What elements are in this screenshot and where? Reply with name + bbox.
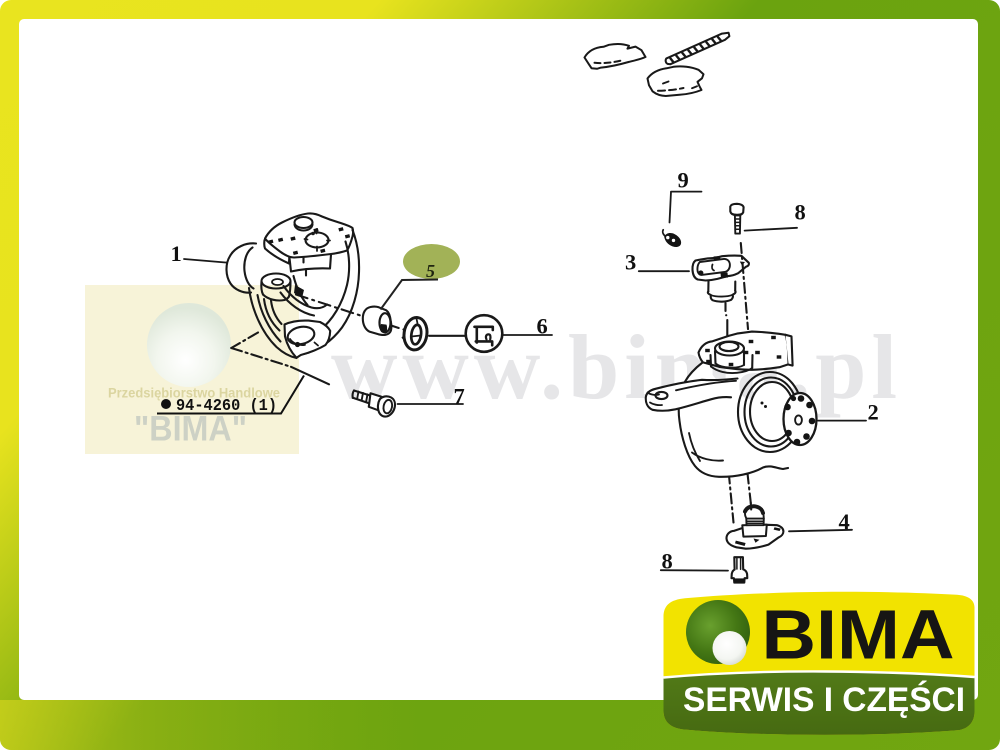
svg-text:1: 1 — [171, 241, 182, 266]
svg-text:SERWIS I CZĘŚCI: SERWIS I CZĘŚCI — [683, 681, 965, 719]
svg-text:Przedsiębiorstwo Handlowe: Przedsiębiorstwo Handlowe — [108, 386, 280, 401]
svg-text:4: 4 — [839, 509, 850, 534]
svg-text:7: 7 — [454, 384, 465, 409]
svg-text:6: 6 — [537, 314, 548, 339]
svg-text:3: 3 — [625, 250, 636, 275]
svg-text:BIMA: BIMA — [762, 596, 955, 674]
svg-text:94-4260 (1): 94-4260 (1) — [176, 397, 277, 416]
svg-text:"BIMA": "BIMA" — [134, 410, 247, 449]
svg-text:8: 8 — [795, 200, 806, 225]
svg-text:5: 5 — [426, 261, 435, 281]
svg-text:2: 2 — [868, 400, 879, 425]
svg-text:9: 9 — [678, 168, 689, 193]
svg-text:8: 8 — [662, 549, 673, 574]
